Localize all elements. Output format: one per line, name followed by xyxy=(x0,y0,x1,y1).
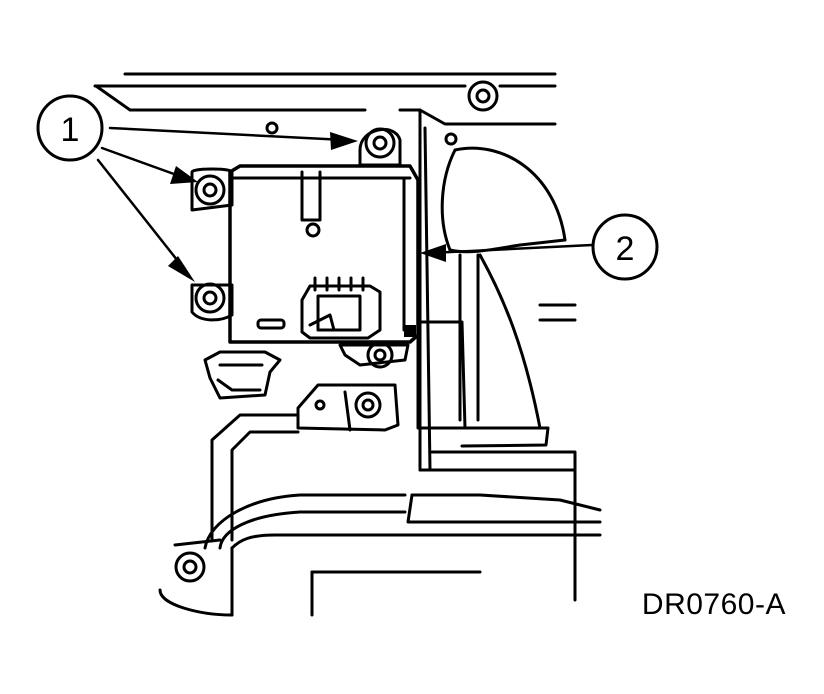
round-opening xyxy=(416,146,567,448)
callout-2: 2 xyxy=(591,213,659,281)
callout-1-label: 1 xyxy=(61,111,80,149)
leader-lines xyxy=(96,126,594,272)
figure-reference-id: DR0760-A xyxy=(641,588,786,621)
lower-housing xyxy=(158,413,602,617)
lower-brackets xyxy=(203,341,410,432)
mounting-bolts xyxy=(174,80,499,583)
callout-2-label: 2 xyxy=(616,230,635,268)
background-panel xyxy=(93,72,577,602)
callout-1: 1 xyxy=(36,94,104,162)
control-module xyxy=(228,164,420,344)
arrowheads xyxy=(168,132,446,282)
